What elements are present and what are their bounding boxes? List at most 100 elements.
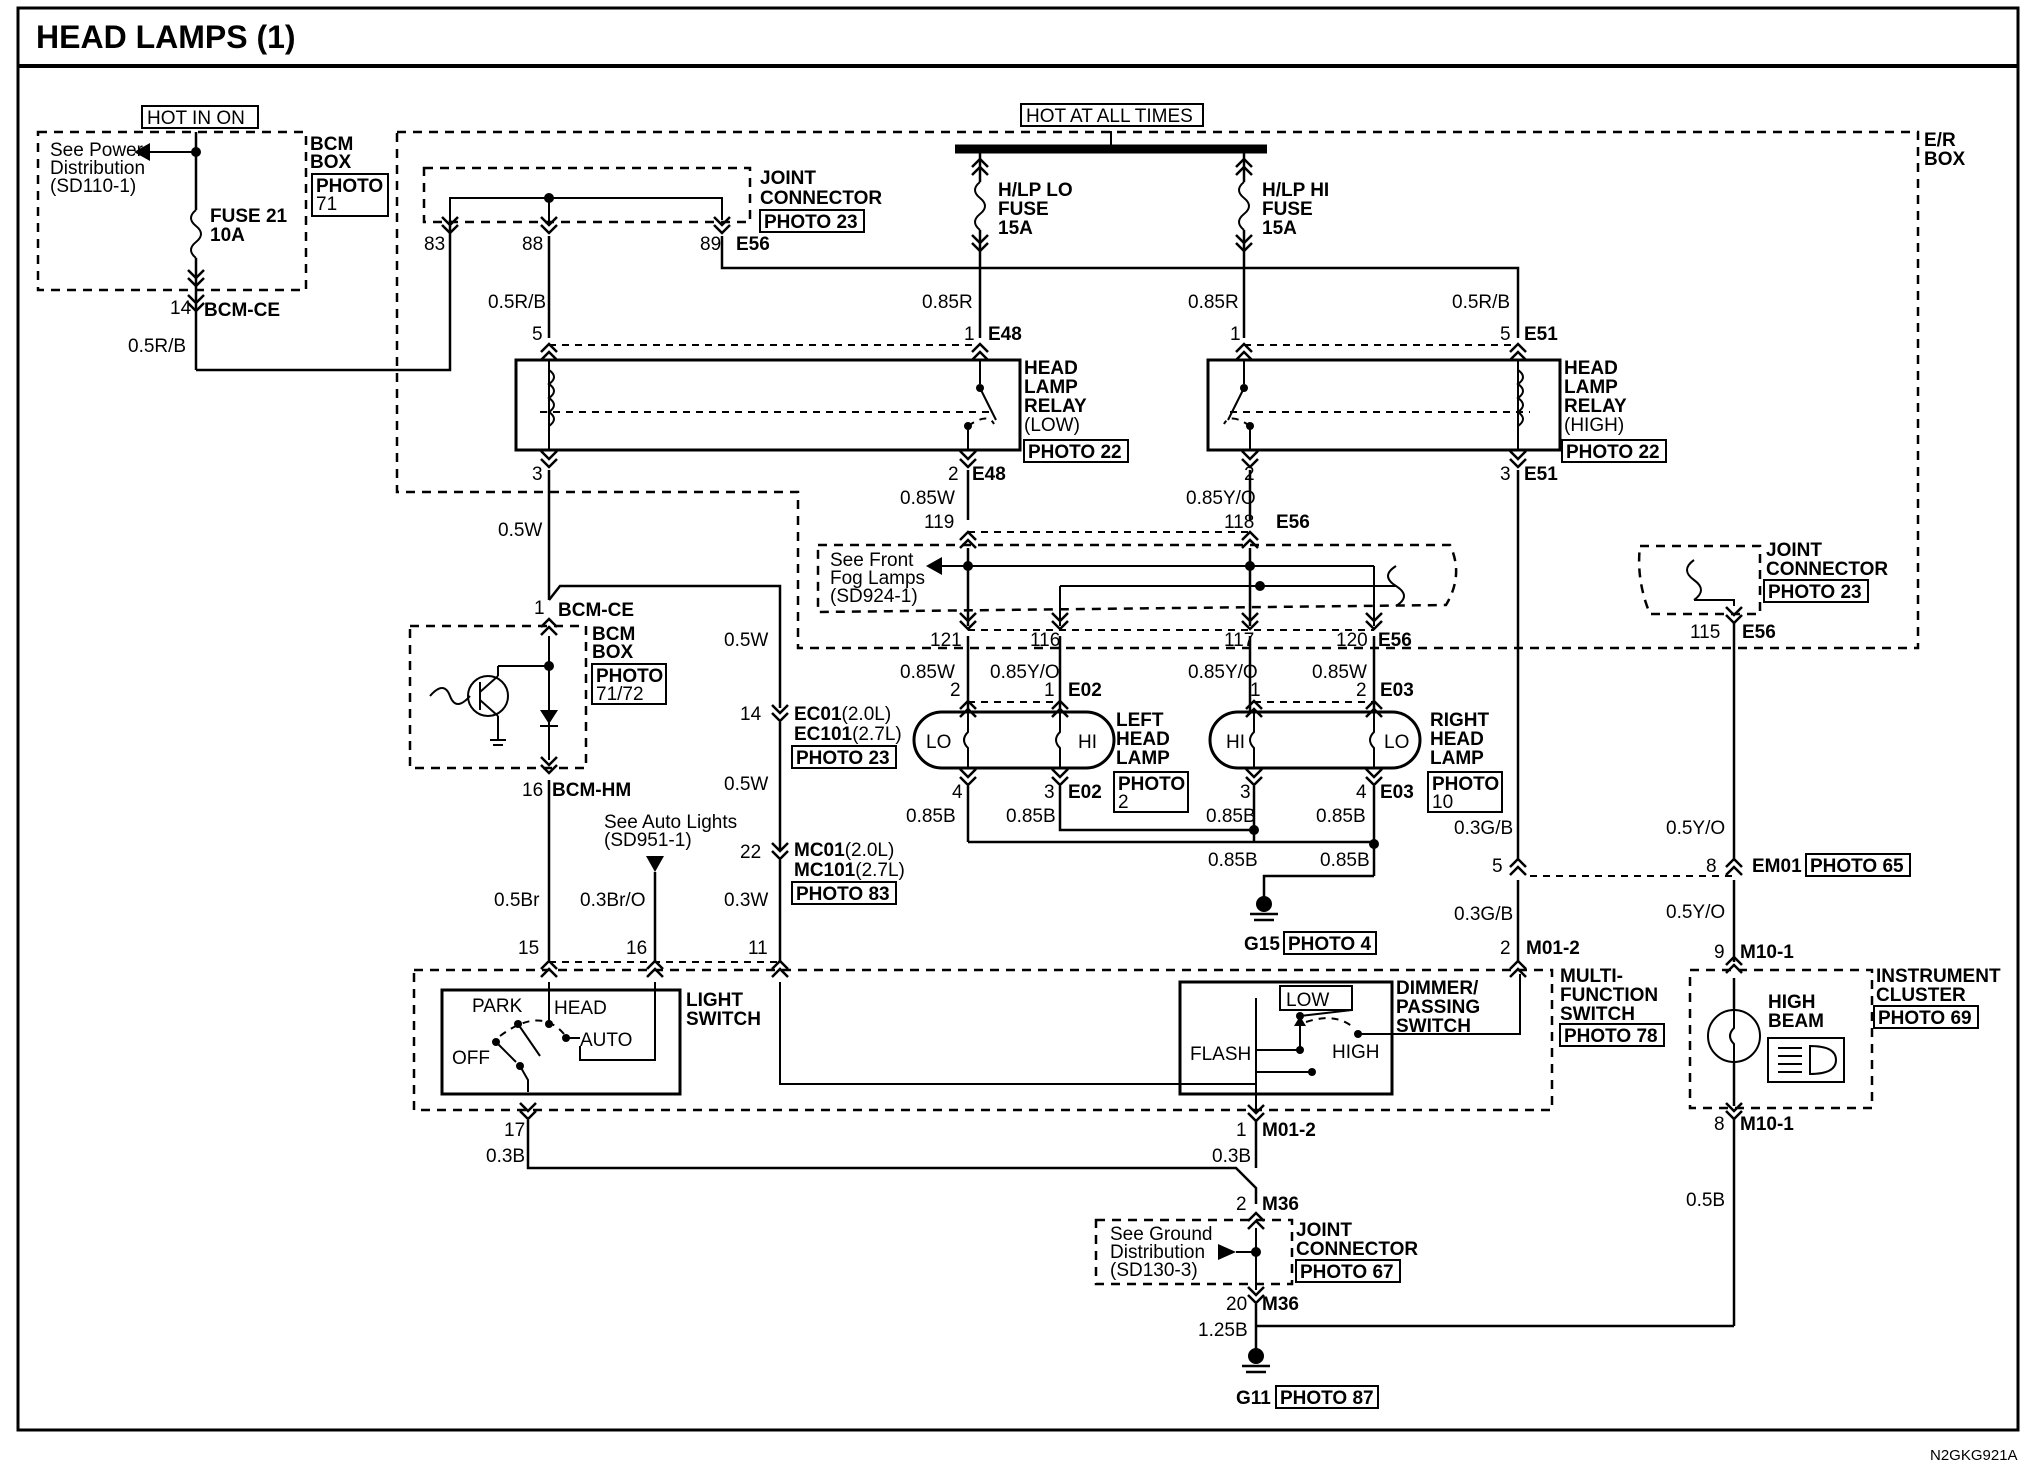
multi-function-switch: 0.3G/B 5 0.3G/B 2 M01-2 MULTI- FUNCTION … bbox=[1212, 470, 1734, 1168]
relay-low-label-2: LAMP bbox=[1024, 377, 1078, 398]
dimmer-flash: FLASH bbox=[1190, 1044, 1251, 1065]
mc01-pin-22: 22 bbox=[740, 842, 761, 863]
relay-low-label: HEAD bbox=[1024, 358, 1078, 379]
joint-top-pin-89: 89 bbox=[700, 234, 721, 255]
e56-pin-116: 116 bbox=[1030, 630, 1060, 651]
ec01-label: EC01(2.0L) bbox=[794, 704, 891, 725]
fuse-lo: H/LP LO FUSE 15A 0.85R bbox=[922, 149, 1073, 338]
bcm-top-wire: 0.5R/B bbox=[128, 336, 186, 357]
fuse-hi-wire: 0.85R bbox=[1188, 292, 1239, 313]
g15-wire-1: 0.85B bbox=[1208, 850, 1258, 871]
bcm-top-photo-num: 71 bbox=[316, 194, 337, 215]
bcm-top-name: BCM bbox=[310, 134, 353, 155]
m36-pin-20: 20 bbox=[1226, 1294, 1247, 1315]
m36-conn: M36 bbox=[1262, 1194, 1299, 1215]
ground-icon bbox=[1256, 896, 1272, 912]
fuse-hi-icon bbox=[1238, 181, 1250, 231]
hi-filament-icon bbox=[1055, 712, 1061, 768]
em01-conn: EM01 bbox=[1752, 856, 1802, 877]
mfs-conn-2: M01-2 bbox=[1526, 938, 1580, 959]
bcm-fuse-box: HOT IN ON BCM BOX PHOTO 71 See Power Dis… bbox=[36, 105, 452, 372]
right-lamp-label-3: LAMP bbox=[1430, 748, 1484, 769]
ec01-wire-1: 0.5W bbox=[724, 630, 768, 651]
battery-bus: HOT AT ALL TIMES bbox=[955, 103, 1267, 154]
fuse-hi-label: H/LP HI bbox=[1262, 180, 1329, 201]
arrow-right-icon bbox=[1218, 1244, 1236, 1260]
e56-pin-121: 121 bbox=[930, 630, 962, 651]
transistor-icon bbox=[467, 675, 509, 717]
lo-filament-icon bbox=[963, 712, 969, 768]
joint-top-label: JOINT bbox=[760, 168, 816, 189]
bcm-mid-box: BOX bbox=[592, 642, 634, 663]
ec01-pin-14: 14 bbox=[740, 704, 762, 725]
e56-pin-117: 117 bbox=[1224, 630, 1254, 651]
hot-in-on-label: HOT IN ON bbox=[147, 108, 245, 129]
left-lamp-photo-num: 2 bbox=[1118, 792, 1129, 813]
light-switch-off: OFF bbox=[452, 1048, 490, 1069]
right-lamp-photo: PHOTO bbox=[1432, 774, 1499, 795]
right-lamp-label-2: HEAD bbox=[1430, 729, 1484, 750]
high-beam-indicator-icon bbox=[1767, 1037, 1845, 1083]
arrow-down-icon bbox=[646, 856, 664, 872]
relay-high-label: HEAD bbox=[1564, 358, 1618, 379]
relay-high-label-3: RELAY bbox=[1564, 396, 1627, 417]
cluster-wire: 0.5B bbox=[1686, 1190, 1725, 1211]
ec01-engine: (2.0L) bbox=[842, 704, 892, 725]
left-lamp-pin-4: 4 bbox=[952, 782, 963, 803]
mfs-wire-gb-2: 0.3G/B bbox=[1454, 904, 1513, 925]
ec01-photo: PHOTO 23 bbox=[796, 748, 890, 769]
right-lamp-pin-3: 3 bbox=[1240, 782, 1251, 803]
em01-pin-8: 8 bbox=[1706, 856, 1717, 877]
joint-top-label-2: CONNECTOR bbox=[760, 188, 882, 209]
bcm-mid-photo: PHOTO bbox=[596, 666, 663, 687]
er-box-label-2: BOX bbox=[1924, 149, 1966, 170]
relay-high-photo: PHOTO 22 bbox=[1566, 442, 1660, 463]
dimmer-high: HIGH bbox=[1332, 1042, 1380, 1063]
mc01-wire-1: 0.5W bbox=[724, 774, 768, 795]
joint-right-label: JOINT bbox=[1766, 540, 1822, 561]
mc01-code: MC01 bbox=[794, 840, 845, 861]
fuse-21-label: FUSE 21 bbox=[210, 206, 288, 227]
light-switch-pin-11: 11 bbox=[748, 938, 768, 959]
high-beam-label-2: BEAM bbox=[1768, 1011, 1824, 1032]
e56-splice: 119 118 E56 See Front Fog Lamps (SD924-1… bbox=[816, 470, 1458, 651]
mc01-label: MC01(2.0L) bbox=[794, 840, 894, 861]
relay-low-label-3: RELAY bbox=[1024, 396, 1087, 417]
m10-conn: M10-1 bbox=[1740, 942, 1794, 963]
see-fog-lamps: See Front bbox=[830, 550, 914, 571]
left-lamp-pin-3: 3 bbox=[1044, 782, 1055, 803]
right-lamp-wire-a: 0.85Y/O bbox=[1188, 662, 1258, 683]
see-ground-dist: See Ground bbox=[1110, 1224, 1212, 1245]
joint-right-wire-2: 0.5Y/O bbox=[1666, 902, 1725, 923]
m36-wire: 1.25B bbox=[1198, 1320, 1248, 1341]
er-box-label: E/R bbox=[1924, 130, 1956, 151]
right-lamp-lo-label: LO bbox=[1384, 732, 1409, 753]
light-switch-park: PARK bbox=[472, 996, 523, 1017]
left-head-lamp: 0.85W 0.85Y/O 2 1 E02 LO HI 4 3 E02 LEFT… bbox=[900, 636, 1254, 842]
mfs-wire-gb-1: 0.3G/B bbox=[1454, 818, 1513, 839]
light-switch-label-2: SWITCH bbox=[686, 1009, 761, 1030]
right-lamp-ground-3: 0.85B bbox=[1206, 806, 1256, 827]
right-lamp-wire-b: 0.85W bbox=[1312, 662, 1367, 683]
mfs-wire-1: 0.3B bbox=[1212, 1146, 1251, 1167]
mfs-photo: PHOTO 78 bbox=[1564, 1026, 1658, 1047]
mfs-pin-1: 1 bbox=[1236, 1120, 1247, 1141]
left-lamp-conn-2: E02 bbox=[1068, 782, 1102, 803]
fuse-hi-label-2: FUSE bbox=[1262, 199, 1313, 220]
fuse-hi-rating: 15A bbox=[1262, 218, 1297, 239]
relay-low-conn-e48-b: E48 bbox=[972, 464, 1006, 485]
right-head-lamp: 0.85Y/O 0.85W 1 2 E03 HI LO 3 4 E03 RIGH… bbox=[1188, 636, 1503, 876]
e56-pin-120: 120 bbox=[1336, 630, 1368, 651]
relay-low-pin-2: 2 bbox=[948, 464, 959, 485]
fuse-lo-rating: 15A bbox=[998, 218, 1033, 239]
g15-wire-2: 0.85B bbox=[1320, 850, 1370, 871]
see-ground-dist-2: Distribution bbox=[1110, 1242, 1205, 1263]
e56-pin-118: 118 bbox=[1224, 512, 1254, 533]
right-lamp-photo-num: 10 bbox=[1432, 792, 1453, 813]
joint-right-pin-115: 115 bbox=[1690, 622, 1720, 643]
diagram-code: N2GKG921A bbox=[1930, 1447, 2018, 1464]
mc01-wire-2: 0.3W bbox=[724, 890, 768, 911]
mc101-code: MC101 bbox=[794, 860, 856, 881]
left-lamp-label-3: LAMP bbox=[1116, 748, 1170, 769]
